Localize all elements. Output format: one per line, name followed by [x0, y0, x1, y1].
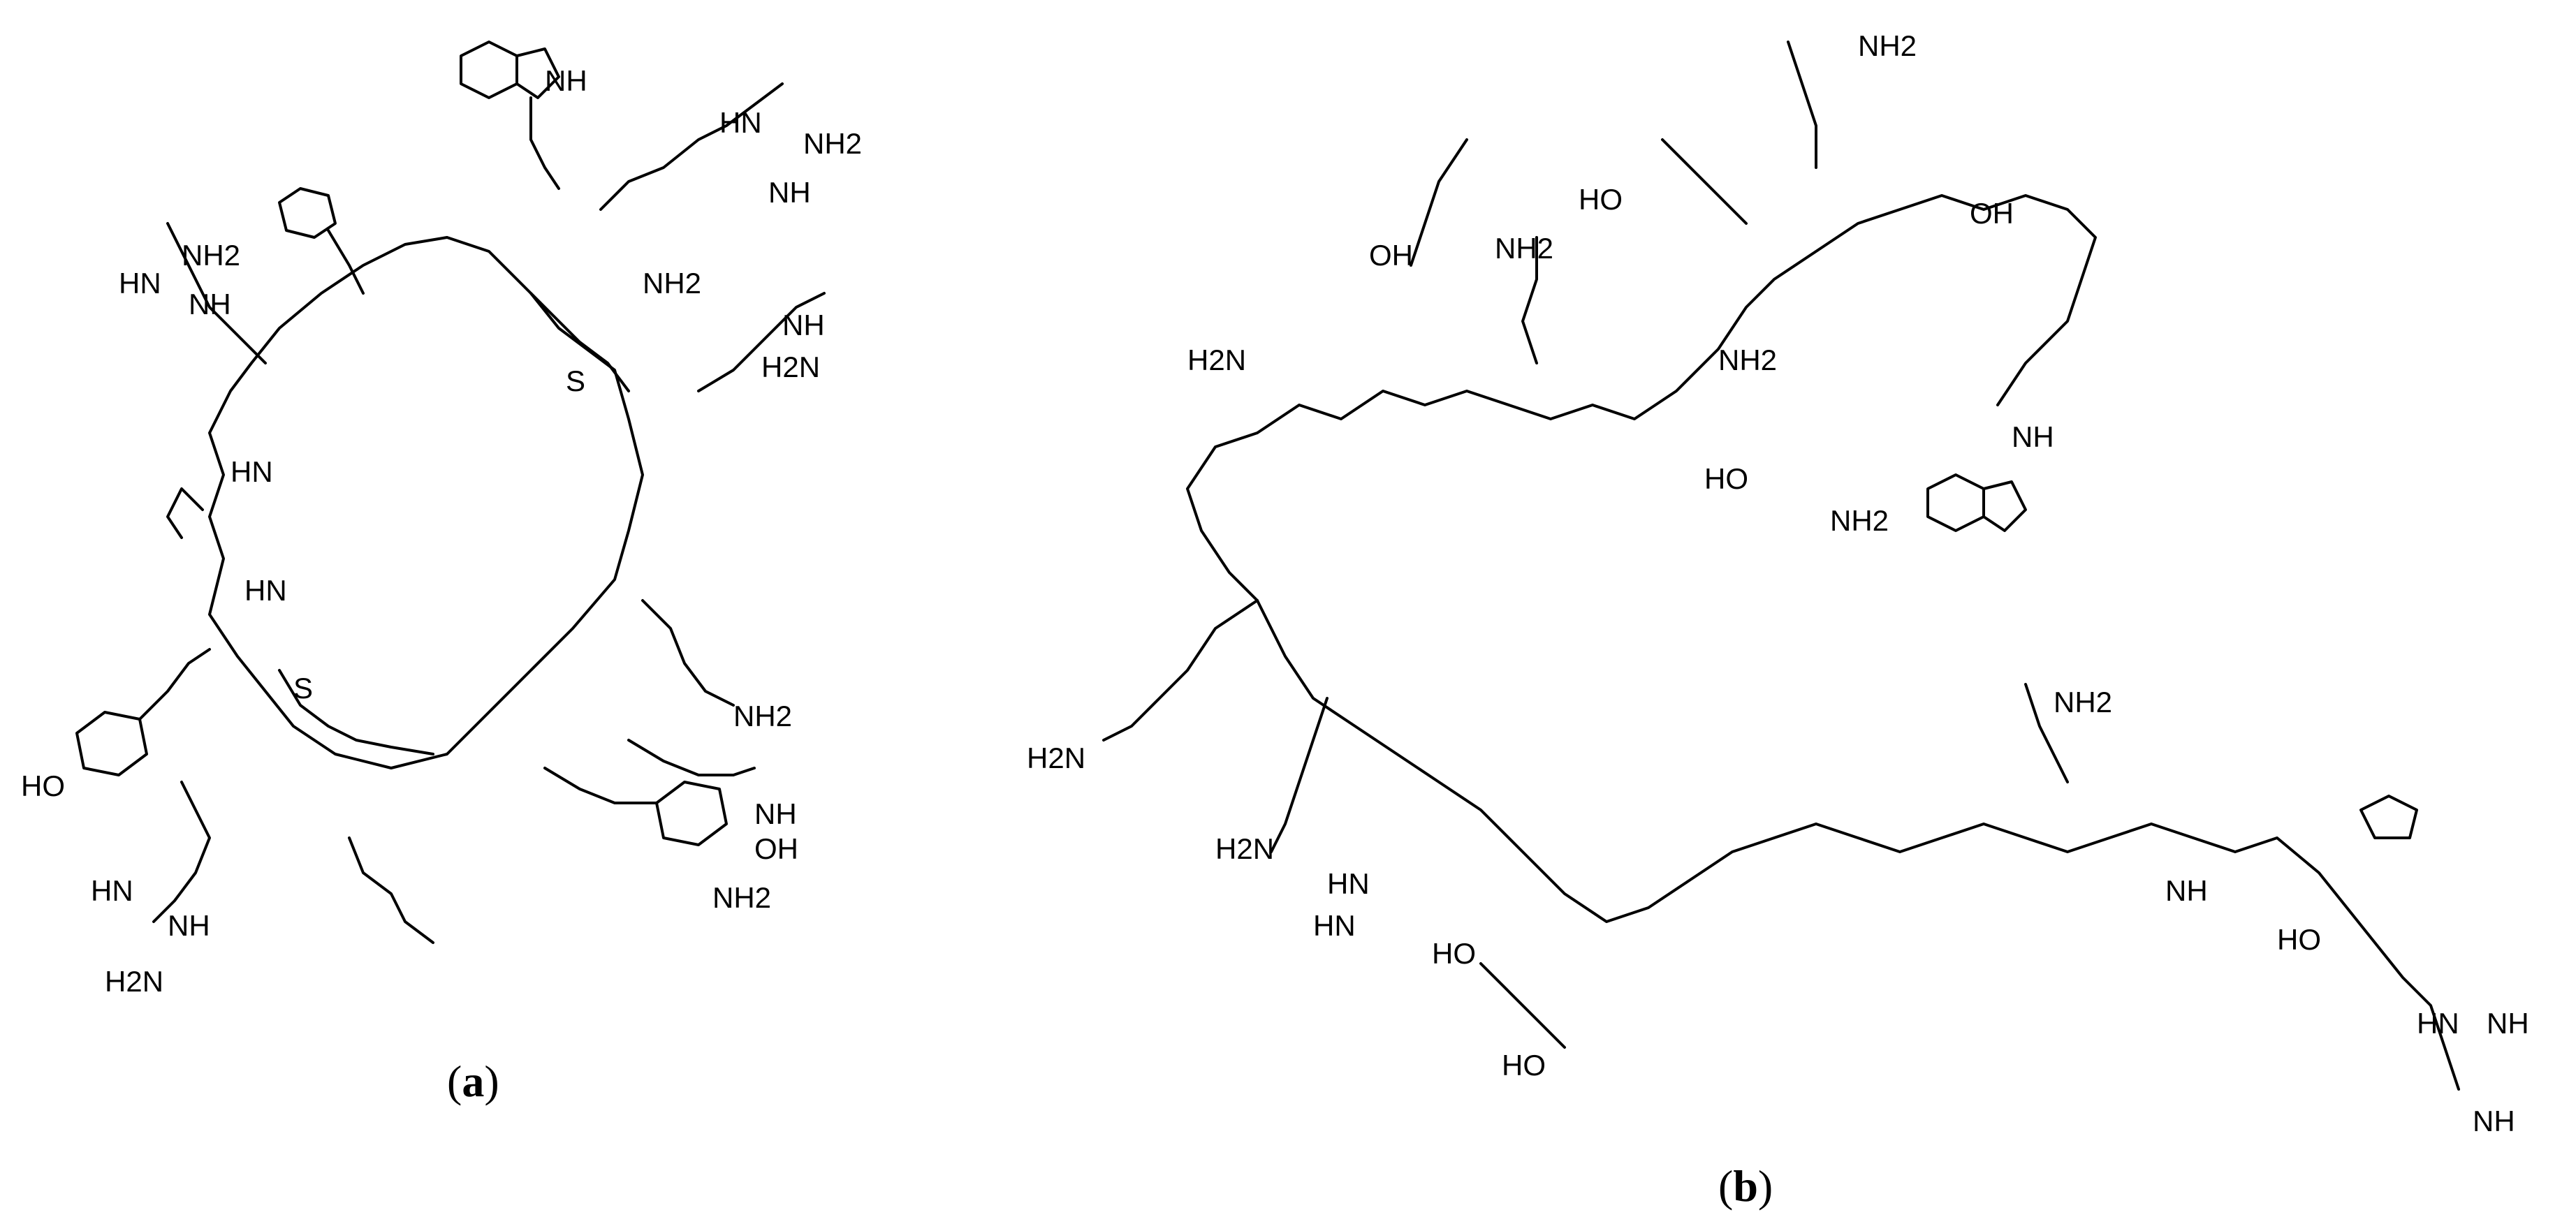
panel-b-structure	[1102, 40, 2460, 1091]
macrocycle-backbone	[208, 236, 644, 769]
panel-b-labels: NH2 OH NH2 H2N HO OH NH2 NH HO NH2 H2N H…	[1027, 29, 2529, 1137]
label-nh-left: NH	[189, 288, 231, 320]
label-nh2-lys2: NH2	[1718, 344, 1777, 376]
label-nh2: NH2	[803, 127, 862, 160]
caption-b: (b)	[1718, 1161, 1773, 1211]
chain-lower	[1256, 599, 2460, 1091]
label-nh2-ser2: NH2	[1830, 504, 1889, 537]
panel-a-structure	[75, 40, 826, 944]
label-hn-arg-b2: HN	[1313, 909, 1356, 942]
label-hn-left: HN	[119, 267, 161, 300]
caption-a: (a)	[447, 1056, 499, 1106]
label-ho-thr: HO	[1579, 183, 1623, 216]
label-nh-indole: NH	[545, 64, 587, 97]
label-oh-glu: OH	[1369, 239, 1413, 272]
label-oh-tyr-r: OH	[754, 832, 798, 865]
label-hn-arg-b: HN	[1327, 867, 1370, 900]
label-ho-glu-b: HO	[1502, 1049, 1546, 1082]
chain-upper	[1186, 194, 2097, 602]
label-h2n-arg-bl: H2N	[105, 965, 163, 998]
label-nh-arg-r: NH	[754, 797, 797, 830]
label-nh2-lys: NH2	[733, 700, 792, 732]
label-ho-cterm: HO	[2277, 923, 2321, 956]
label-h2n-lys-l: H2N	[1027, 742, 1085, 774]
label-h2n-lys-l2: H2N	[1215, 832, 1274, 865]
label-nh-pro: NH	[2165, 874, 2208, 907]
label-nh2-arg: NH2	[643, 267, 701, 300]
label-nh-arg-ct2: NH	[2473, 1105, 2515, 1137]
label-nh2-gln: NH2	[2054, 686, 2112, 718]
label-h2n-arg-r2: H2N	[761, 351, 820, 383]
label-nh-arg-r2: NH	[782, 309, 825, 341]
label-hn-ring: HN	[230, 455, 273, 488]
label-nh: NH	[768, 176, 811, 209]
label-hn-arg-ct: HN	[2417, 1007, 2459, 1040]
label-h2n-asn: H2N	[1187, 344, 1246, 376]
label-nh-arg-ct: NH	[2487, 1007, 2529, 1040]
label-hn: HN	[719, 106, 762, 139]
label-s1: S	[566, 364, 585, 397]
label-nh2-top: NH2	[1858, 29, 1917, 62]
label-ho-ser2: HO	[1704, 462, 1748, 495]
label-hn-ring2: HN	[244, 574, 287, 607]
label-h2n-left: NH2	[182, 239, 240, 272]
label-nh-arg-bl: NH	[168, 909, 210, 942]
label-oh-ser: OH	[1970, 197, 2014, 230]
label-nh-trp: NH	[2012, 420, 2054, 453]
label-s2: S	[293, 672, 313, 705]
label-ho-tyr: HO	[21, 769, 65, 802]
label-hn-arg-bl: HN	[91, 874, 133, 907]
label-nh2-lys-b: NH2	[1495, 232, 1553, 265]
panel-a-labels: NH HN NH2 NH NH2 NH2 HN NH HN HN HO HN N…	[21, 64, 862, 998]
label-ho-ser-b: HO	[1432, 937, 1476, 970]
label-nh2-arg-r: NH2	[712, 881, 771, 914]
